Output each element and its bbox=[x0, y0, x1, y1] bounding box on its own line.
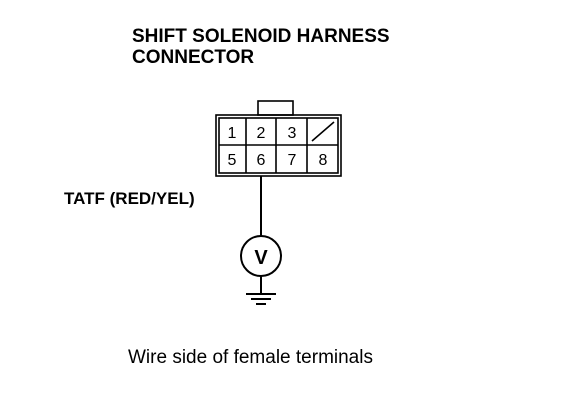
connector bbox=[215, 100, 342, 177]
connector-body bbox=[215, 114, 342, 177]
connector-lock-tab bbox=[257, 100, 294, 116]
caption: Wire side of female terminals bbox=[128, 347, 373, 368]
wire-label: TATF (RED/YEL) bbox=[64, 189, 195, 208]
title-line-2: CONNECTOR bbox=[132, 47, 254, 68]
pin-2: 2 bbox=[257, 125, 266, 142]
diagonal-slash-icon bbox=[311, 121, 335, 142]
pin-8: 8 bbox=[319, 152, 328, 169]
pin-7: 7 bbox=[288, 152, 297, 169]
pin-6: 6 bbox=[257, 152, 266, 169]
pin-5: 5 bbox=[228, 152, 237, 169]
pin-3: 3 bbox=[288, 125, 297, 142]
connector-pins: 1 2 3 5 6 7 8 bbox=[228, 125, 328, 169]
voltmeter-icon: V bbox=[240, 235, 282, 277]
title-line-1: SHIFT SOLENOID HARNESS bbox=[132, 26, 390, 47]
pin-1: 1 bbox=[228, 125, 237, 142]
ground-icon bbox=[246, 293, 276, 305]
voltmeter-symbol: V bbox=[254, 247, 268, 269]
